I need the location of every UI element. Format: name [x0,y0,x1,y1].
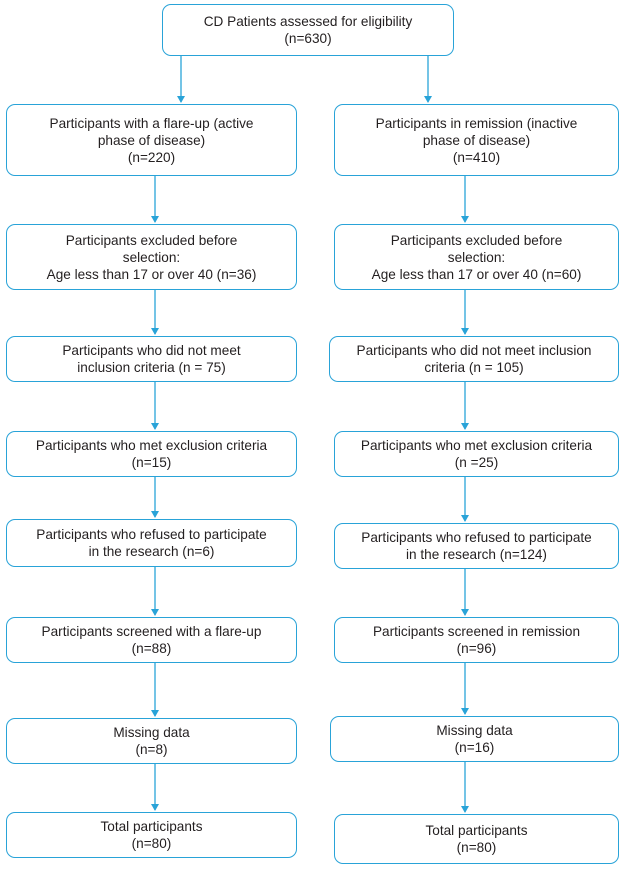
box-line: Total participants [100,819,203,834]
box-line: Participants who refused to participate [36,527,267,542]
box-line: Total participants [425,823,528,838]
box-line: Participants who did not meet [62,343,241,358]
box-count: (n =25) [454,455,499,470]
box-line: Age less than 17 or over 40 (n=60) [371,266,582,282]
box-line: Participants in remission (inactive [375,115,578,131]
right-excluded-age-box: Participants excluded before selection: … [334,224,619,290]
box-line: in the research (n=124) [406,547,547,562]
box-line: Participants with a flare-up (active [49,115,254,131]
box-line: Missing data [436,723,513,738]
box-line: Participants excluded before [65,232,238,248]
box-line: selection: [447,249,506,265]
box-line: inclusion criteria (n = 75) [77,360,226,375]
box-line: phase of disease) [422,132,531,148]
right-remission-box: Participants in remission (inactive phas… [334,104,619,176]
box-count: (n=88) [131,641,172,656]
box-line: Participants who met exclusion criteria [360,438,593,453]
box-line: Participants screened with a flare-up [41,624,262,639]
left-flare-up-box: Participants with a flare-up (active pha… [6,104,297,176]
box-line: Participants who met exclusion criteria [35,438,268,453]
box-line: phase of disease) [97,132,206,148]
eligibility-count: (n=630) [284,31,332,46]
right-refused-box: Participants who refused to participate … [334,523,619,569]
left-refused-box: Participants who refused to participate … [6,519,297,567]
right-screened-box: Participants screened in remission (n=96… [334,617,619,663]
box-line: in the research (n=6) [88,544,215,559]
left-screened-box: Participants screened with a flare-up (n… [6,617,297,663]
right-total-box: Total participants (n=80) [334,814,619,864]
box-line: selection: [122,249,181,265]
box-line: Missing data [113,725,190,740]
left-not-inclusion-box: Participants who did not meet inclusion … [6,336,297,382]
left-exclusion-criteria-box: Participants who met exclusion criteria … [6,431,297,477]
right-not-inclusion-box: Participants who did not meet inclusion … [329,336,619,382]
box-count: (n=96) [456,641,497,656]
box-count: (n=410) [452,149,501,165]
box-count: (n=8) [135,742,168,757]
box-count: (n=220) [127,149,176,165]
box-line: Participants who did not meet inclusion [356,343,592,358]
left-excluded-age-box: Participants excluded before selection: … [6,224,297,290]
box-count: (n=80) [131,836,172,851]
box-count: (n=16) [454,740,495,755]
box-count: (n=15) [131,455,172,470]
right-missing-data-box: Missing data (n=16) [330,716,619,762]
left-total-box: Total participants (n=80) [6,812,297,858]
box-count: (n=80) [456,840,497,855]
box-line: Participants excluded before [390,232,563,248]
box-line: criteria (n = 105) [424,360,524,375]
left-missing-data-box: Missing data (n=8) [6,718,297,764]
box-line: Participants who refused to participate [361,530,592,545]
eligibility-title: CD Patients assessed for eligibility [203,14,413,29]
box-line: Participants screened in remission [372,624,581,639]
box-line: Age less than 17 or over 40 (n=36) [46,266,257,282]
right-exclusion-criteria-box: Participants who met exclusion criteria … [334,431,619,477]
eligibility-box: CD Patients assessed for eligibility (n=… [162,4,454,56]
